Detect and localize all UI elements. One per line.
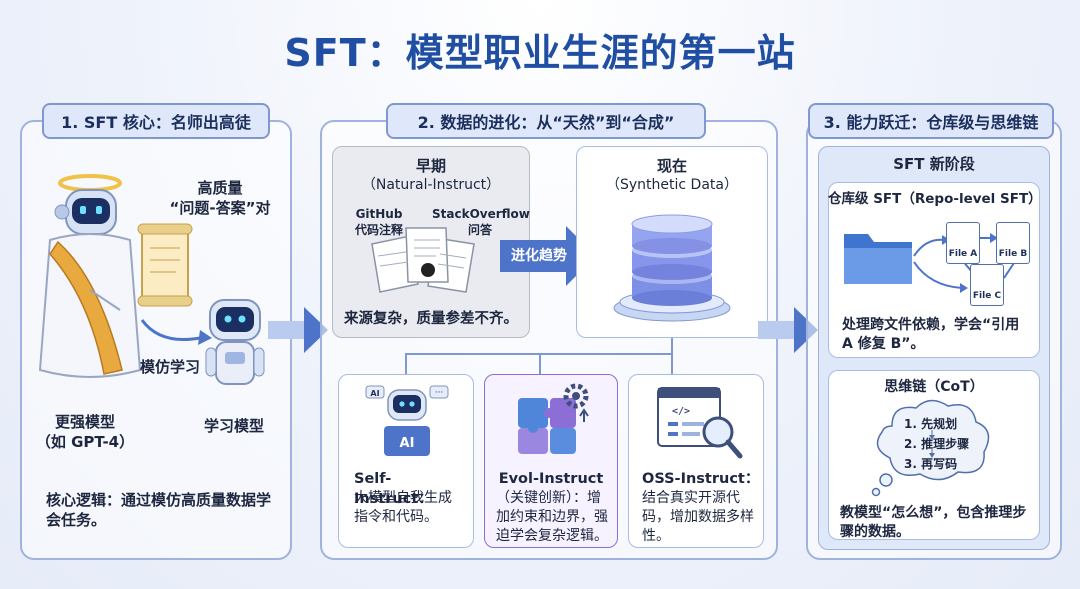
pair-label: 高质量 “问题-答案”对 (169, 179, 271, 218)
panel-data-evolution-header: 2. 数据的进化：从“天然”到“合成” (386, 103, 706, 139)
cot-step-1: 1. 先规划 (904, 417, 958, 431)
now-subtitle: （Synthetic Data） (606, 177, 738, 193)
cot-step-3: 3. 再写码 (904, 457, 958, 471)
svg-text:AI: AI (370, 389, 379, 398)
repo-sft-desc: 处理跨文件依赖，学会“引用 A 修复 B”。 (842, 317, 1020, 352)
file-c-icon: File C (970, 264, 1004, 306)
code-search-icon: </> (657, 387, 743, 459)
method-connectors (405, 338, 673, 374)
file-b-icon: File B (996, 222, 1030, 264)
early-desc: 来源复杂，质量参差不齐。 (344, 311, 518, 327)
method-name-self-instruct: Self-Instruct： (354, 471, 433, 507)
svg-text:···: ··· (435, 388, 444, 398)
new-stage-title: SFT 新阶段 (893, 155, 975, 173)
panel-capability-leap-header: 3. 能力跃迁：仓库级与思维链 (808, 103, 1054, 139)
file-a-icon: File A (946, 222, 980, 264)
cot-step-2: 2. 推理步骤 (904, 437, 970, 451)
folder-icon (844, 234, 912, 284)
cot-desc: 教模型“怎么想”，包含推理步骤的数据。 (840, 505, 1027, 540)
database-icon (613, 214, 731, 322)
arrow-right-icon (268, 307, 328, 353)
robot-ai-icon: AI ··· AI (365, 385, 449, 456)
core-logic-text: 核心逻辑：通过模仿高质量数据学会任务。 (46, 491, 272, 530)
cot-title: 思维链（CoT） (884, 379, 984, 395)
method-desc-self-instruct: 大模型自我生成指令和代码。 (354, 490, 452, 525)
teacher-robot-illustration (38, 174, 265, 385)
early-title: 早期 (415, 157, 446, 175)
repo-sft-title: 仓库级 SFT（Repo-level SFT） (828, 191, 1042, 207)
early-subtitle: （Natural-Instruct） (361, 177, 501, 193)
imitate-label: 模仿学习 (140, 358, 201, 376)
svg-text:AI: AI (400, 436, 415, 451)
method-name-evol-instruct: Evol-Instruct (498, 471, 604, 487)
puzzle-gear-icon (518, 383, 589, 454)
method-desc-oss-instruct: 结合真实开源代码，增加数据多样性。 (642, 490, 754, 544)
method-desc-evol-instruct: （关键创新）：增加约束和边界，强迫学会复杂逻辑。 (496, 490, 608, 544)
method-name-oss-instruct: OSS-Instruct： (642, 471, 760, 487)
github-source-label: GitHub 代码注释 (354, 207, 403, 238)
student-model-label: 学习模型 (204, 417, 265, 435)
stackoverflow-source-label: StackOverflow 问答 (432, 207, 530, 238)
page-title: SFT：模型职业生涯的第一站 (284, 31, 796, 75)
strong-model-label: 更强模型 （如 GPT-4） (35, 413, 135, 452)
documents-pile-icon (371, 227, 475, 293)
panel-sft-core-header: 1. SFT 核心：名师出高徒 (42, 103, 270, 139)
svg-text:</>: </> (672, 406, 690, 417)
now-title: 现在 (656, 157, 687, 175)
trend-label: 进化趋势 (511, 248, 567, 264)
halo-icon (58, 174, 122, 192)
thought-cloud-icon (871, 399, 990, 497)
